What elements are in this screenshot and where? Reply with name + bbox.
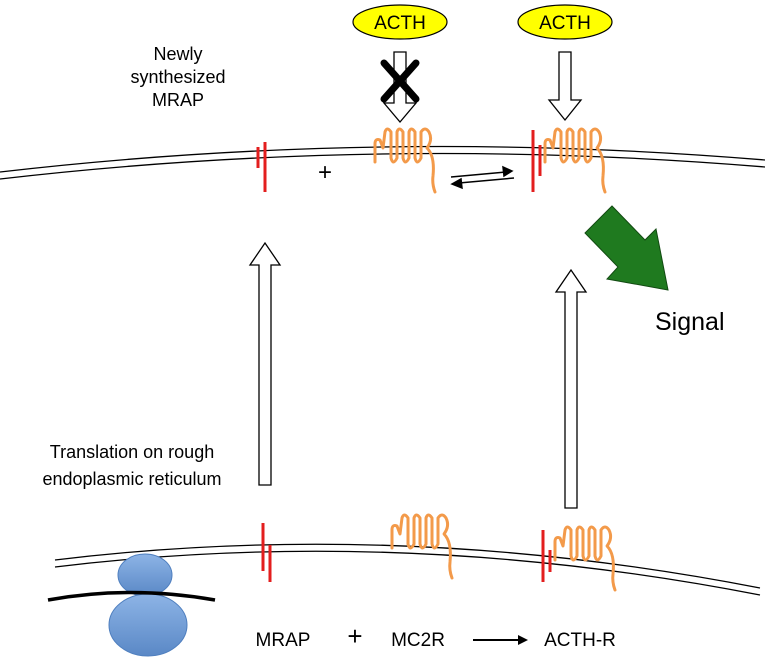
svg-text:MRAP: MRAP bbox=[152, 90, 204, 110]
mrap-top bbox=[256, 142, 267, 192]
mc2r-label: MC2R bbox=[391, 630, 445, 651]
signal-label: Signal bbox=[655, 308, 725, 336]
trafficking-arrow-right bbox=[554, 268, 588, 509]
svg-text:Newly: Newly bbox=[153, 44, 202, 64]
ribosome bbox=[108, 553, 188, 657]
svg-text:synthesized: synthesized bbox=[130, 67, 225, 87]
acth-ligand-1: ACTH bbox=[352, 4, 448, 40]
svg-text:Translation on rough: Translation on rough bbox=[50, 442, 214, 462]
acth-binding-arrow-blocked bbox=[382, 51, 418, 124]
acth-label-1: ACTH bbox=[374, 13, 426, 34]
acth-r-complex-top bbox=[531, 127, 607, 194]
reaction-arrow bbox=[473, 635, 528, 645]
acth-r-label: ACTH-R bbox=[544, 630, 616, 651]
mrap-label: MRAP bbox=[256, 630, 311, 651]
mc2r-receptor-top bbox=[373, 127, 437, 194]
plus-sign-top: + bbox=[318, 159, 332, 186]
equilibrium-arrows bbox=[450, 165, 515, 190]
svg-text:endoplasmic reticulum: endoplasmic reticulum bbox=[42, 469, 221, 489]
acth-label-2: ACTH bbox=[539, 13, 591, 34]
plasma-membrane bbox=[0, 145, 765, 180]
trafficking-arrow-left bbox=[248, 241, 282, 486]
acth-binding-arrow bbox=[547, 51, 583, 122]
signal-arrow bbox=[584, 205, 669, 291]
translation-label: Translation on rough endoplasmic reticul… bbox=[42, 442, 221, 489]
acth-ligand-2: ACTH bbox=[517, 4, 613, 40]
plus-sign-bottom: + bbox=[347, 621, 362, 651]
acth-r-complex-bottom bbox=[541, 525, 617, 592]
mrna-strand bbox=[47, 590, 216, 602]
mrap-bottom bbox=[261, 523, 272, 582]
newly-synthesized-label: Newly synthesized MRAP bbox=[130, 44, 225, 110]
blocked-x-icon bbox=[380, 59, 420, 103]
